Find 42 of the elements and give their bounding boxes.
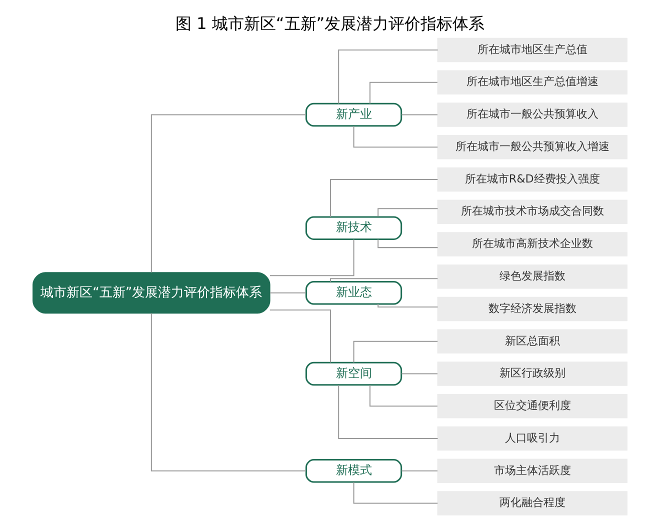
- connector: [150, 313, 306, 472]
- connector: [378, 240, 438, 248]
- node-box: 所在城市地区生产总值增速: [437, 70, 628, 95]
- node-box: 新技术: [305, 216, 402, 240]
- connector: [338, 50, 438, 104]
- connector: [150, 114, 306, 272]
- connector: [378, 304, 438, 308]
- connector: [378, 208, 438, 217]
- node-box: 新模式: [305, 459, 402, 483]
- connector: [338, 385, 438, 440]
- node-box: 城市新区“五新”发展潜力评价指标体系: [32, 272, 270, 314]
- connector: [330, 278, 438, 282]
- node-box: 新产业: [305, 102, 402, 127]
- node-box: 所在城市一般公共预算收入: [437, 102, 628, 127]
- node-box: 新空间: [305, 362, 402, 386]
- connector: [402, 373, 438, 374]
- node-box: 绿色发展指数: [437, 264, 628, 289]
- connector: [402, 114, 438, 116]
- connector: [330, 179, 438, 217]
- node-box: 区位交通便利度: [437, 394, 628, 418]
- connector: [353, 126, 438, 148]
- connector: [369, 385, 438, 407]
- connector: [353, 340, 438, 362]
- connector: [270, 240, 354, 276]
- node-box: 人口吸引力: [437, 426, 628, 451]
- connector: [270, 310, 331, 362]
- node-box: 所在城市高新技术企业数: [437, 232, 628, 256]
- node-box: 所在城市技术市场成交合同数: [437, 200, 628, 224]
- connector: [369, 82, 438, 104]
- diagram-title: 图 1 城市新区“五新”发展潜力评价指标体系: [175, 14, 485, 34]
- connector: [270, 292, 306, 294]
- node-box: 新业态: [305, 280, 402, 305]
- node-box: 所在城市R&D经费投入强度: [437, 167, 628, 192]
- connector: [402, 470, 438, 472]
- connector: [353, 482, 438, 504]
- node-box: 新区行政级别: [437, 362, 628, 386]
- node-box: 两化融合程度: [437, 491, 628, 516]
- node-box: 新区总面积: [437, 329, 628, 354]
- node-box: 数字经济发展指数: [437, 296, 628, 322]
- node-box: 市场主体活跃度: [437, 458, 628, 484]
- node-box: 所在城市地区生产总值: [437, 38, 628, 62]
- node-box: 所在城市一般公共预算收入增速: [437, 135, 628, 160]
